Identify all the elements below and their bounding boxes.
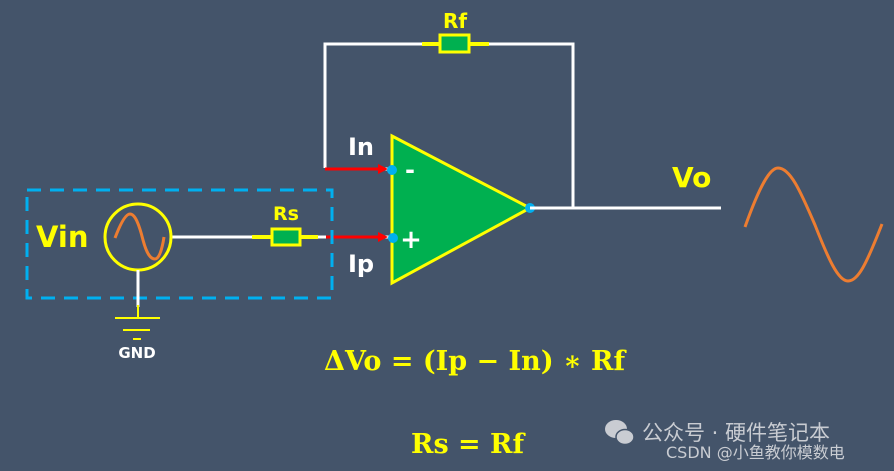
source-sine-icon <box>113 212 166 261</box>
in-arrow-head <box>378 164 388 174</box>
vo-label: Vo <box>672 161 711 194</box>
in-label: In <box>348 133 374 161</box>
csdn-watermark: CSDN @小鱼教你模数电 <box>666 443 845 462</box>
wechat-icon <box>605 420 635 446</box>
rs-resistor <box>252 227 318 247</box>
vin-label: Vin <box>36 220 89 254</box>
rs-label: Rs <box>273 203 299 225</box>
rs-rf-equation: Rs = Rf <box>411 429 527 460</box>
output-sine-wave <box>743 166 884 283</box>
ip-arrow-head <box>378 232 388 242</box>
opamp-triangle <box>390 133 534 286</box>
inverting-node <box>387 165 397 175</box>
rf-label: Rf <box>443 9 467 33</box>
ip-label: Ip <box>348 250 374 278</box>
delta-vo-equation: ΔVo = (Ip − In) ∗ Rf <box>324 346 627 377</box>
noninverting-node <box>388 233 398 243</box>
rf-resistor <box>422 33 489 54</box>
wechat-watermark: 公众号 · 硬件笔记本 <box>642 421 830 445</box>
gnd-label: GND <box>118 344 155 362</box>
plus-sign: + <box>400 225 422 255</box>
minus-sign: - <box>405 156 415 184</box>
source-box <box>25 188 334 300</box>
